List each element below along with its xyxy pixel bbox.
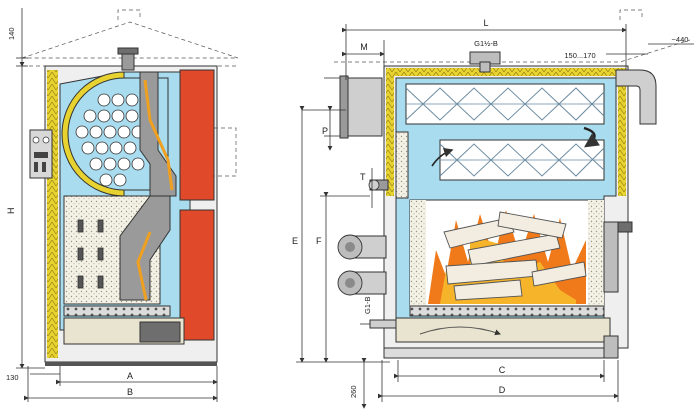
dim-B: B [127,387,133,397]
grate-front [63,305,171,317]
side-dimensions [296,24,694,409]
dim-E: E [292,236,298,246]
base-frame [383,347,613,359]
return-pipe [369,319,397,329]
dim-140: 140 [7,27,16,40]
chimney-cap [117,9,141,20]
dim-F: F [316,236,322,246]
front-section-view [21,9,239,366]
blower-fan-lower [337,270,387,296]
rear-hatch [603,221,619,293]
flue-pipe [615,69,657,125]
chamber-lining-right [588,200,604,306]
insulation-side-right [618,76,626,196]
grate-side [409,305,605,317]
dim-C: C [499,365,506,375]
ash-door [139,321,181,343]
insulation-side-left [386,76,394,196]
dim-G1-half: G1½-B [474,39,498,48]
dim-L: L [483,18,488,28]
dim-260: 260 [349,385,358,398]
dim-M: M [360,42,368,52]
dim-A: A [127,371,133,381]
dim-150-170: 150...170 [564,51,595,60]
fire-tubes [75,93,145,187]
flue-turn-arrow [583,126,600,148]
dim-130: 130 [6,373,19,382]
blower-fan-upper [337,234,387,260]
side-section-view [334,9,691,359]
dim-H: H [6,208,16,215]
flue-gas-path [143,79,174,191]
dim-T: T [360,172,366,182]
dim-P: P [322,126,328,136]
dim-G1: G1-B [363,296,372,314]
firewood-logs [443,211,587,301]
insulation-left [47,70,58,358]
dim-440: ~440 [672,35,689,44]
insulation-top [386,68,626,76]
front-dimensions [16,8,218,402]
refractory-lower [179,209,215,341]
air-inlet-flange [345,77,383,137]
roof-line-side [334,39,691,63]
flue-outlet [121,53,135,71]
front-door-upper [395,131,409,199]
air-nozzles [77,219,104,289]
side-connection-outline [214,127,237,177]
chamber-lining-left [410,200,426,306]
ash-pan-side [395,317,611,343]
refractory-upper [179,69,215,201]
roof-outline [21,21,239,59]
dim-D: D [499,385,506,395]
